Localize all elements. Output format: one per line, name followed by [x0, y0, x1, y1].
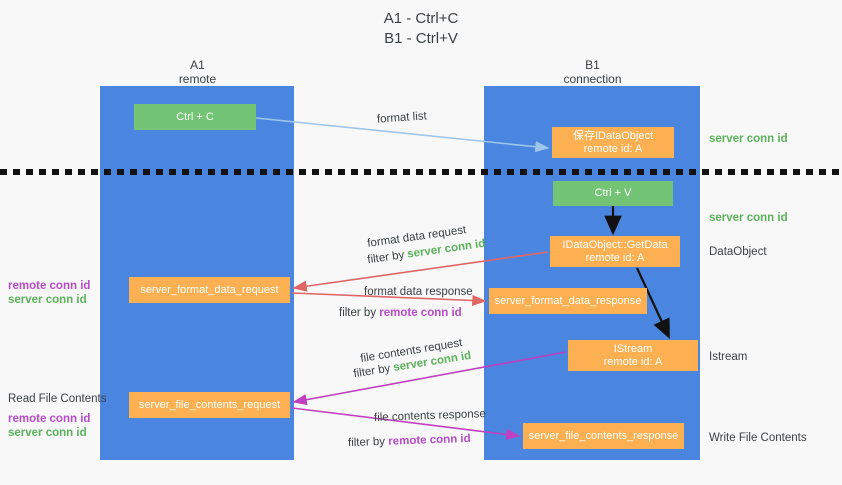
node-ctrl-v[interactable]: Ctrl + V [553, 181, 673, 206]
caption-file-contents-response-filter: filter by remote conn id [348, 432, 471, 451]
node-save-idataobject[interactable]: 保存IDataObject remote id: A [552, 127, 674, 158]
caption-filter-value-remote-2: remote conn id [388, 432, 471, 448]
node-server-format-data-response-label: server_format_data_response [494, 294, 642, 307]
label-server-conn-id-top: server conn id [709, 133, 788, 145]
label-conn-ids-format: remote conn id server conn id [8, 279, 90, 307]
node-save-idataobject-label: 保存IDataObject [572, 129, 654, 142]
node-idataobject-getdata-sub: remote id: A [585, 251, 645, 264]
caption-format-data-response-filter: filter by remote conn id [339, 306, 462, 321]
label-remote-conn-id-2: remote conn id [8, 413, 91, 425]
phase-divider [0, 169, 842, 175]
node-istream-sub: remote id: A [603, 355, 663, 368]
node-server-file-contents-response[interactable]: server_file_contents_response [523, 423, 684, 449]
column-a1-sub: remote [178, 72, 217, 86]
node-server-file-contents-response-label: server_file_contents_response [528, 429, 679, 442]
label-write-file-contents: Write File Contents [709, 432, 807, 444]
label-conn-ids-file: remote conn id server conn id [8, 412, 90, 440]
caption-filter-prefix-1: filter by [366, 248, 409, 267]
node-server-file-contents-request[interactable]: server_file_contents_request [129, 392, 290, 418]
node-idataobject-getdata-label: IDataObject::GetData [562, 238, 668, 251]
caption-format-list: format list [376, 110, 428, 126]
column-b1-sub: connection [563, 72, 622, 86]
label-remote-conn-id-1: remote conn id [8, 280, 91, 292]
label-read-file-contents: Read File Contents [8, 393, 107, 405]
node-server-format-data-response[interactable]: server_format_data_response [489, 288, 647, 314]
node-istream-label: IStream [613, 342, 653, 355]
caption-file-contents-response: file contents response [373, 408, 487, 424]
column-b1-name: B1 [585, 58, 600, 72]
label-server-conn-id-4: server conn id [8, 427, 87, 439]
label-server-conn-id-3: server conn id [8, 294, 87, 306]
caption-filter-prefix-4: filter by [347, 435, 389, 450]
column-header-a1: A1 remote [120, 58, 275, 86]
node-ctrl-v-label: Ctrl + V [594, 187, 632, 199]
node-istream[interactable]: IStream remote id: A [568, 340, 698, 371]
column-a1-name: A1 [190, 58, 205, 72]
caption-filter-prefix-2: filter by [339, 307, 380, 319]
caption-filter-value-remote-1: remote conn id [379, 307, 462, 319]
column-header-b1: B1 connection [515, 58, 670, 86]
label-server-conn-id-mid: server conn id [709, 212, 788, 224]
node-ctrl-c[interactable]: Ctrl + C [134, 104, 256, 130]
title-line-2: B1 - Ctrl+V [384, 30, 458, 47]
caption-filter-prefix-3: filter by [352, 362, 395, 381]
node-ctrl-c-label: Ctrl + C [176, 110, 214, 123]
label-dataobject: DataObject [709, 246, 767, 258]
page-title: A1 - Ctrl+C B1 - Ctrl+V [0, 9, 842, 49]
caption-format-data-response: format data response [364, 286, 473, 298]
node-server-format-data-request[interactable]: server_format_data_request [129, 277, 290, 303]
label-istream: Istream [709, 351, 748, 363]
node-idataobject-getdata[interactable]: IDataObject::GetData remote id: A [550, 236, 680, 267]
node-server-format-data-request-label: server_format_data_request [140, 283, 279, 296]
title-line-1: A1 - Ctrl+C [383, 10, 459, 27]
node-server-file-contents-request-label: server_file_contents_request [138, 398, 281, 411]
node-save-idataobject-sub: remote id: A [583, 142, 643, 155]
